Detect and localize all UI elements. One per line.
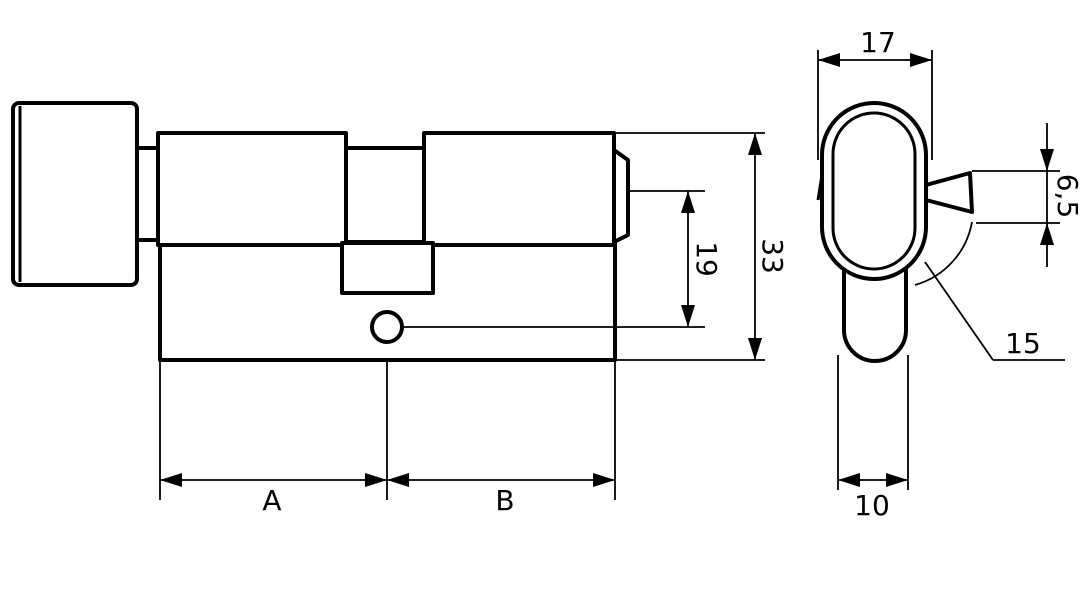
dimension-label-33: 33 (756, 238, 789, 274)
dimension-15: 15 (924, 261, 1065, 361)
middle-neck (344, 146, 426, 244)
left-housing (156, 131, 348, 247)
thumb-turn-knob (11, 101, 139, 287)
dimension-17: 17 (817, 26, 933, 160)
dimension-label-10: 10 (854, 489, 890, 522)
end-tip (612, 148, 630, 244)
end-view (816, 101, 974, 363)
cam-radius-arc (914, 221, 973, 286)
right-housing (422, 131, 616, 247)
dimension-a-b: A B (159, 362, 616, 517)
cam-slot (340, 241, 435, 295)
cam (924, 171, 974, 214)
dimension-label-b: B (495, 484, 514, 517)
fixing-screw-hole (370, 310, 404, 344)
dimension-label-17: 17 (860, 26, 896, 59)
knob-shaft (135, 146, 161, 242)
dimension-10: 10 (837, 355, 909, 522)
dimension-label-a: A (262, 484, 281, 517)
dimension-19: 19 (400, 190, 723, 328)
profile-oval-outer (820, 101, 928, 281)
profile-oval-inner (831, 111, 917, 271)
dimension-label-6-5: 6,5 (1051, 174, 1080, 219)
dimension-label-15: 15 (1005, 327, 1041, 360)
side-view (11, 101, 630, 362)
dimension-6-5: 6,5 (972, 123, 1080, 267)
dimension-33: 33 (614, 132, 789, 361)
dimension-label-19: 19 (690, 241, 723, 277)
